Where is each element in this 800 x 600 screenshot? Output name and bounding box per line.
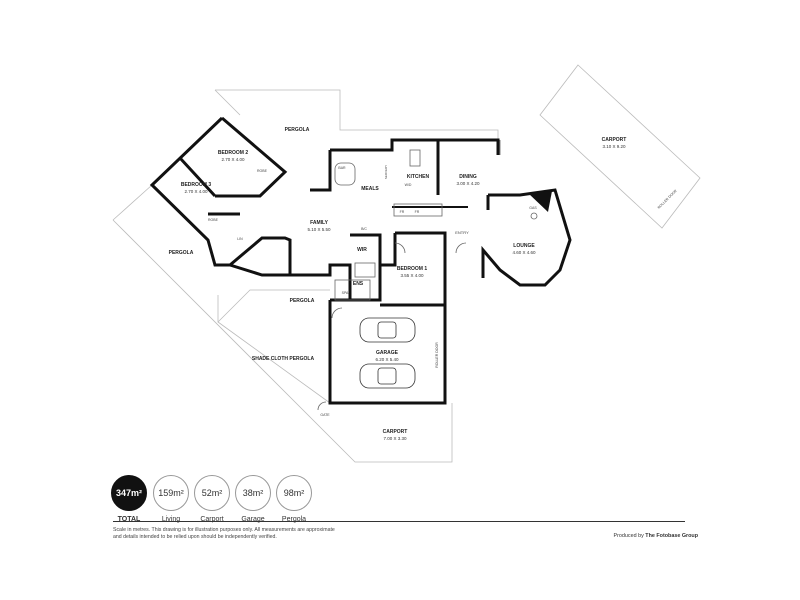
lounge-dim: 4.60 X 4.60 xyxy=(512,250,536,255)
bedroom3-label: BEDROOM 3 xyxy=(181,182,212,188)
bar-counter xyxy=(334,162,356,186)
bedroom1-wall xyxy=(395,231,447,305)
spa xyxy=(334,279,371,301)
family-label: FAMILY xyxy=(310,220,329,226)
door-gate xyxy=(317,401,327,411)
gas-fixture xyxy=(530,212,538,220)
carport-side-label: CARPORT xyxy=(602,137,627,143)
fireplace xyxy=(528,191,552,212)
spa-label: SPA xyxy=(342,291,349,295)
gas-label: GAS xyxy=(529,206,537,210)
bedroom3-dim: 2.70 X 4.00 xyxy=(184,189,208,194)
bic-label: B/C xyxy=(361,227,367,231)
carport-side-dim: 3.10 X 9.20 xyxy=(602,144,626,149)
stat-total-label: TOTAL xyxy=(117,516,141,523)
disclaimer-text: Scale in metres. This drawing is for ill… xyxy=(113,527,335,540)
meals-label: MEALS xyxy=(361,186,379,192)
pergola-mid-outline xyxy=(217,289,330,323)
fr-label-2: FR xyxy=(415,210,420,214)
door-entry xyxy=(455,242,467,254)
carport-front-label: CARPORT xyxy=(383,429,408,435)
lounge-label: LOUNGE xyxy=(513,243,535,249)
ens-label: ENS xyxy=(353,281,364,287)
dining-label: DINING xyxy=(459,174,477,180)
garage-wall xyxy=(328,300,447,405)
stat-garage-label: Garage xyxy=(241,516,265,523)
fridge-1 xyxy=(409,149,421,167)
stat-total-value: 347m² xyxy=(111,475,147,511)
stat-living-value: 159m² xyxy=(153,475,189,511)
door-bed1 xyxy=(394,242,406,254)
stat-garage: 38m² Garage xyxy=(233,475,273,523)
bar-label: BAR xyxy=(338,166,346,170)
pergola-top-label: PERGOLA xyxy=(285,127,310,133)
garage-label: GARAGE xyxy=(376,350,399,356)
stat-living-label: Living xyxy=(161,516,181,523)
family-dim: 5.10 X 5.50 xyxy=(307,227,331,232)
car-1 xyxy=(359,317,416,343)
carport-side-outline xyxy=(539,64,701,229)
kitchen-island xyxy=(393,203,443,217)
bedroom2-wall xyxy=(215,116,288,198)
family-south-wall xyxy=(290,263,352,300)
lounge-wall xyxy=(481,188,572,287)
bedroom2-label: BEDROOM 2 xyxy=(218,150,249,156)
bedroom3-divider xyxy=(178,156,217,198)
garage-dim: 6.20 X 5.40 xyxy=(375,357,399,362)
credit-prefix: Produced by xyxy=(613,533,644,539)
credit: Produced by The Fotobase Group xyxy=(614,533,699,539)
stat-pergola-value: 98m² xyxy=(276,475,312,511)
plan-sheet xyxy=(100,40,700,560)
roller-door-carport-label: ROLLER DOOR xyxy=(657,189,678,210)
stat-carport-label: Carport xyxy=(200,516,224,523)
shade-cloth-outline xyxy=(112,219,453,463)
servery-label: SERVERY xyxy=(384,165,388,179)
stat-garage-value: 38m² xyxy=(235,475,271,511)
fr-label-1: FR xyxy=(400,210,405,214)
wir-label: WIR xyxy=(357,247,367,253)
door-garage xyxy=(331,307,343,319)
lin-label: LIN xyxy=(237,237,243,241)
stat-total: 347m² TOTAL xyxy=(109,475,149,523)
wir-wall xyxy=(350,233,382,265)
meals-west-wall xyxy=(310,150,332,192)
ensuite-fixture xyxy=(354,262,376,278)
pergola-left-label: PERGOLA xyxy=(169,250,194,256)
wd-label: W/D xyxy=(405,183,412,187)
shade-outline-inner xyxy=(217,295,331,404)
meals-north-wall xyxy=(330,138,500,155)
bedroom2-dim: 2.70 X 4.00 xyxy=(221,157,245,162)
pergola-left-outline xyxy=(214,89,241,116)
footer-divider xyxy=(113,521,685,522)
car-2 xyxy=(359,363,416,389)
stat-pergola: 98m² Pergola xyxy=(274,475,314,523)
robe-label-1: ROBE xyxy=(257,169,268,173)
gate-label: GATE xyxy=(320,413,330,417)
dining-dim: 3.00 X 4.20 xyxy=(456,181,480,186)
bedroom1-label: BEDROOM 1 xyxy=(397,266,428,272)
stat-carport-value: 52m² xyxy=(194,475,230,511)
bedroom-wing-wall xyxy=(149,116,292,277)
kitchen-label: KITCHEN xyxy=(407,174,430,180)
pergola-mid-label: PERGOLA xyxy=(290,298,315,304)
carport-front-dim: 7.00 X 3.30 xyxy=(383,436,407,441)
credit-name: The Fotobase Group xyxy=(645,533,698,539)
stat-pergola-label: Pergola xyxy=(281,516,307,523)
stat-living: 159m² Living xyxy=(151,475,191,523)
roller-door-label: ROLLER DOOR xyxy=(435,342,439,368)
stat-carport: 52m² Carport xyxy=(192,475,232,523)
pergola-left-outline-2 xyxy=(112,184,153,221)
pergola-top-outline xyxy=(215,89,499,150)
shade-cloth-label: SHADE CLOTH PERGOLA xyxy=(252,356,315,362)
entry-label: ENTRY xyxy=(455,230,469,235)
bedroom1-dim: 3.55 X 4.00 xyxy=(400,273,424,278)
robe-label-2: ROBE xyxy=(208,218,219,222)
